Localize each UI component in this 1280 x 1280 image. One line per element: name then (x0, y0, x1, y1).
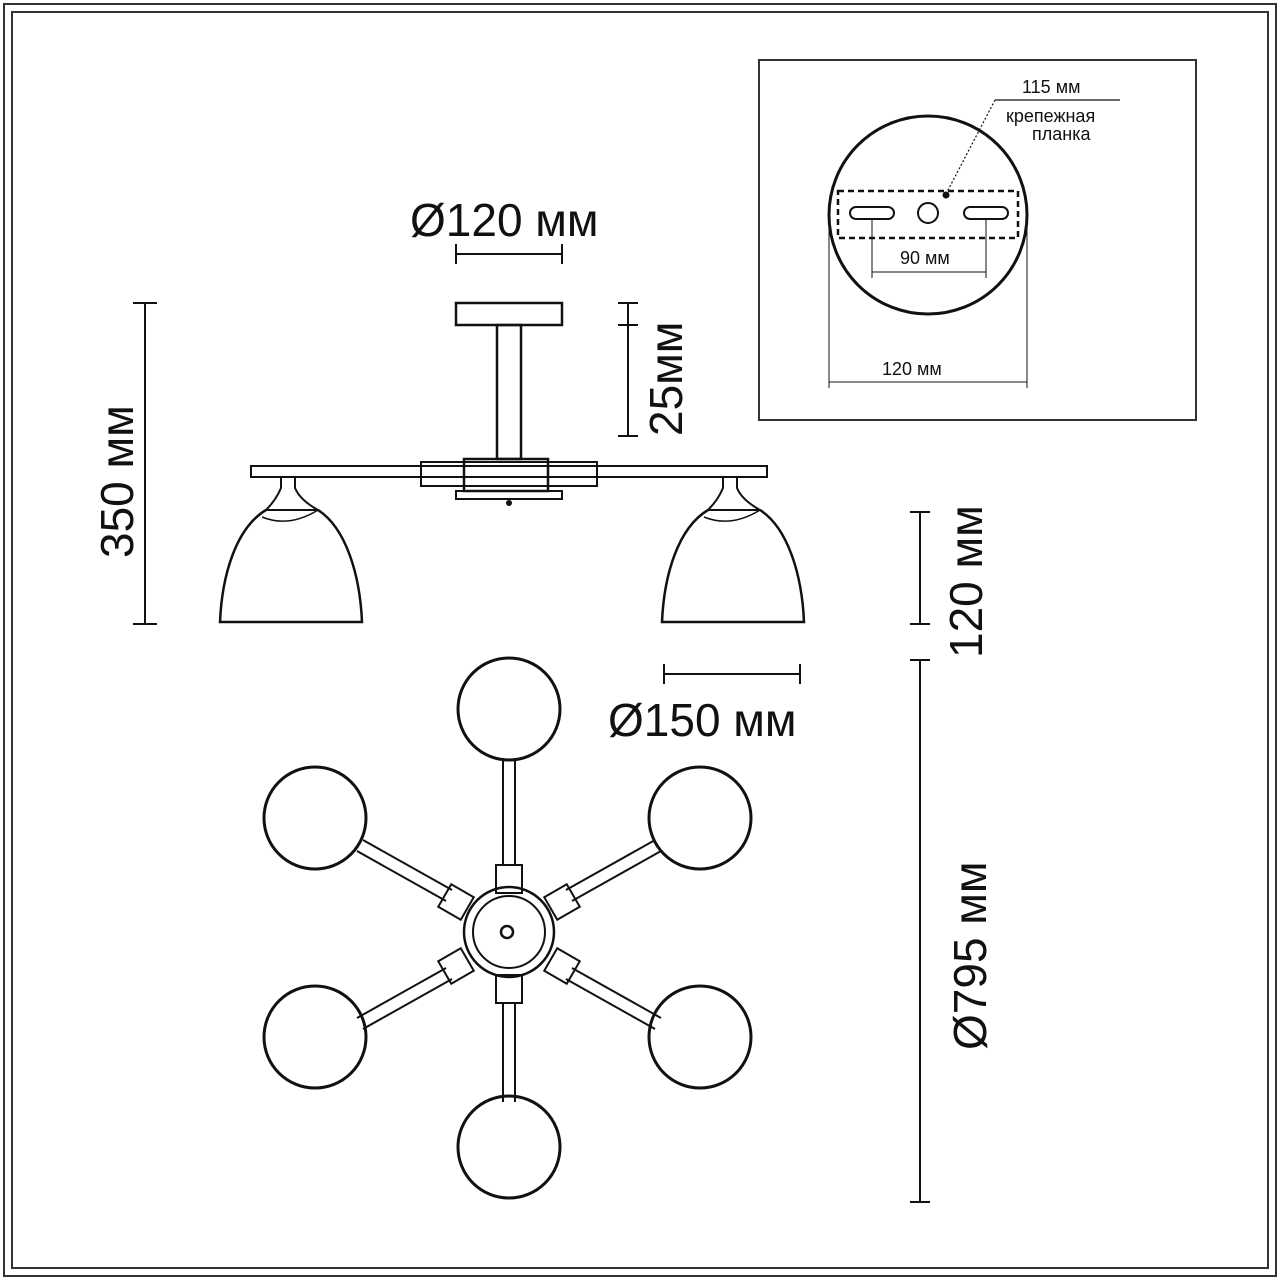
shade-height-label: 120 мм (940, 505, 992, 658)
leader-dot (942, 191, 950, 199)
arm-bar (250, 465, 768, 478)
hub-bottom-plate (455, 490, 563, 500)
side-view: Ø120 мм 25мм 350 мм (91, 194, 992, 746)
left-shade-holder (263, 476, 322, 511)
bracket-slot-left (849, 206, 895, 220)
inner-border (11, 11, 1269, 1269)
top-shade-2 (262, 765, 368, 871)
mounting-plate-circle (827, 114, 1029, 316)
hub-sleeve (420, 461, 598, 487)
bracket-label-line2: планка (1032, 124, 1091, 144)
total-height-label: 350 мм (91, 405, 143, 558)
right-shade (660, 508, 806, 624)
mounting-bracket (836, 189, 1020, 240)
center-rod (495, 323, 523, 461)
bracket-leader-line (945, 99, 996, 195)
top-shade-6 (456, 1094, 562, 1200)
top-view: Ø795 мм (262, 656, 996, 1203)
bracket-slot-right (963, 206, 1009, 220)
overall-diameter-label: Ø795 мм (944, 861, 996, 1050)
top-shade-4 (262, 984, 368, 1090)
top-hub-inner (472, 895, 546, 969)
top-hub-outer (462, 885, 556, 979)
hub-screw (506, 500, 512, 506)
right-shade-holder (705, 476, 764, 511)
top-shade-1 (456, 656, 562, 762)
canopy-diameter-label: Ø120 мм (410, 194, 599, 246)
top-shade-3 (647, 765, 753, 871)
right-shade-inner (703, 509, 761, 522)
bracket-label-line1: крепежная (1006, 106, 1095, 126)
outer-border (3, 3, 1277, 1277)
bracket-center-hole (917, 202, 939, 224)
ceiling-canopy (454, 301, 564, 327)
top-shade-5 (647, 984, 753, 1090)
mounting-inset: 115 мм крепежная планка 90 мм 120 мм (758, 59, 1197, 421)
left-shade (218, 508, 364, 624)
inset-border (758, 59, 1197, 421)
rod-length-label: 115 мм (1022, 77, 1080, 97)
hole-spacing-label: 90 мм (900, 248, 950, 268)
top-arms (356, 758, 662, 1102)
canopy-height-label: 25мм (640, 322, 692, 436)
left-shade-inner (261, 509, 319, 522)
arm-sleeves (436, 864, 582, 1004)
plate-diameter-label: 120 мм (882, 359, 942, 379)
top-hub-center (499, 924, 515, 940)
shade-diameter-label: Ø150 мм (608, 694, 797, 746)
